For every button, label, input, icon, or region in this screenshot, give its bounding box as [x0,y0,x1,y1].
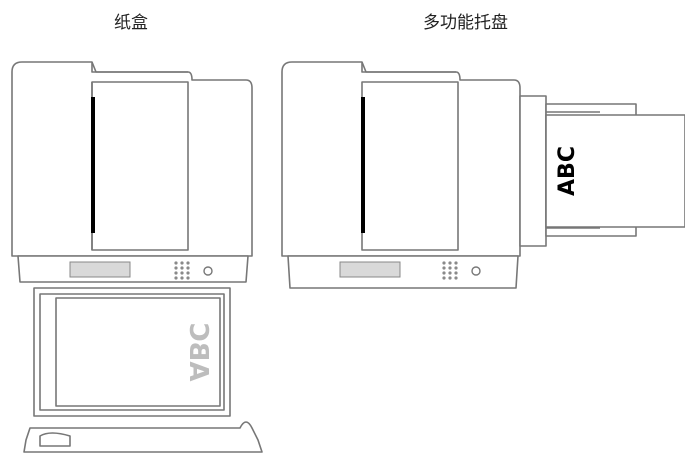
paper-drawer [23,287,263,453]
document-edge-left [91,97,95,233]
printer-left [11,61,253,283]
multipurpose-tray-label: 多功能托盘 [423,13,508,33]
printer-right [281,61,547,289]
keypad-left [174,261,190,280]
drawer-paper-mark: ABC [183,322,213,381]
panel-display-left [69,261,131,278]
paper-drawer-label: 纸盒 [114,13,148,33]
multipurpose-tray [545,103,685,237]
start-button-right [471,266,481,276]
panel-display-right [339,261,401,278]
keypad-right [442,261,458,280]
tray-paper-mark: ABC [555,146,580,196]
document-edge-right [361,97,365,233]
start-button-left [203,266,213,276]
